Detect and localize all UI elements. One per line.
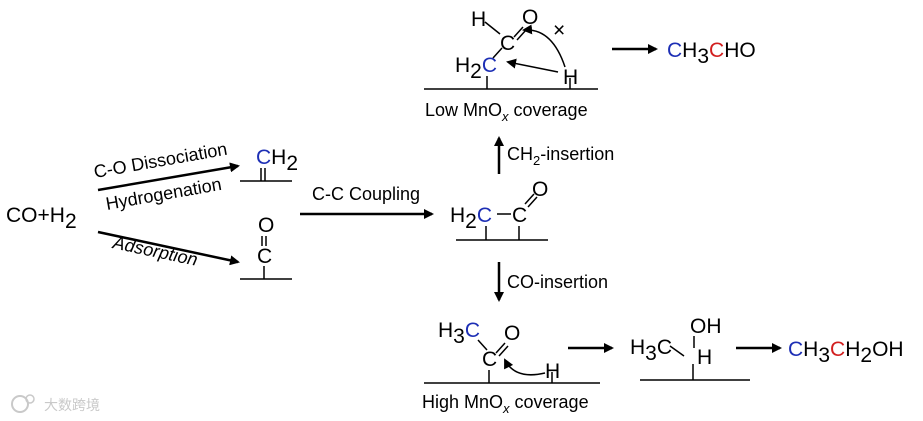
high-coverage-species: H3C C O H	[424, 319, 600, 384]
co-insertion-label: CO-insertion	[507, 272, 608, 292]
coupling-label: C-C Coupling	[312, 184, 420, 204]
svg-text:H3C: H3C	[438, 319, 480, 348]
svg-text:C: C	[257, 245, 272, 268]
svg-text:×: ×	[553, 19, 565, 42]
svg-text:CH2: CH2	[256, 146, 298, 175]
svg-text:C: C	[482, 348, 497, 371]
svg-text:H2C: H2C	[450, 204, 492, 233]
reactant-co-h2: CO+H2	[6, 204, 77, 233]
svg-text:C: C	[500, 32, 515, 55]
ch2-insertion-label: CH2-insertion	[507, 144, 614, 168]
dissociation-arrow	[97, 162, 240, 192]
svg-text:大数跨境: 大数跨境	[44, 397, 100, 413]
svg-text:H: H	[697, 346, 712, 369]
high-coverage-label: High MnOx coverage	[422, 392, 589, 416]
acetaldehyde-product: CH3CHO	[667, 39, 756, 68]
svg-text:O: O	[504, 322, 520, 345]
svg-text:O: O	[258, 214, 274, 237]
svg-text:H2C: H2C	[455, 54, 497, 83]
svg-text:H: H	[563, 66, 578, 89]
co-surface-species: O C	[240, 214, 292, 280]
svg-text:O: O	[522, 6, 538, 29]
adsorption-label: Adsorption	[110, 232, 199, 270]
adsorption-arrow	[97, 230, 240, 266]
ethoxy-species: H3C OH H	[630, 315, 750, 381]
central-intermediate: H2C C O	[450, 178, 548, 241]
svg-text:O: O	[532, 178, 548, 201]
svg-text:H: H	[471, 8, 486, 31]
ethanol-product: CH3CH2OH	[788, 338, 904, 367]
svg-text:OH: OH	[690, 315, 722, 338]
svg-text:H3C: H3C	[630, 336, 672, 365]
low-coverage-label: Low MnOx coverage	[425, 100, 588, 124]
svg-text:C: C	[512, 204, 527, 227]
svg-text:H: H	[545, 360, 560, 383]
watermark: 大数跨境	[11, 394, 100, 413]
ch2-surface-species: CH2	[240, 146, 298, 182]
low-coverage-species: H C O H2C H ×	[424, 6, 598, 90]
